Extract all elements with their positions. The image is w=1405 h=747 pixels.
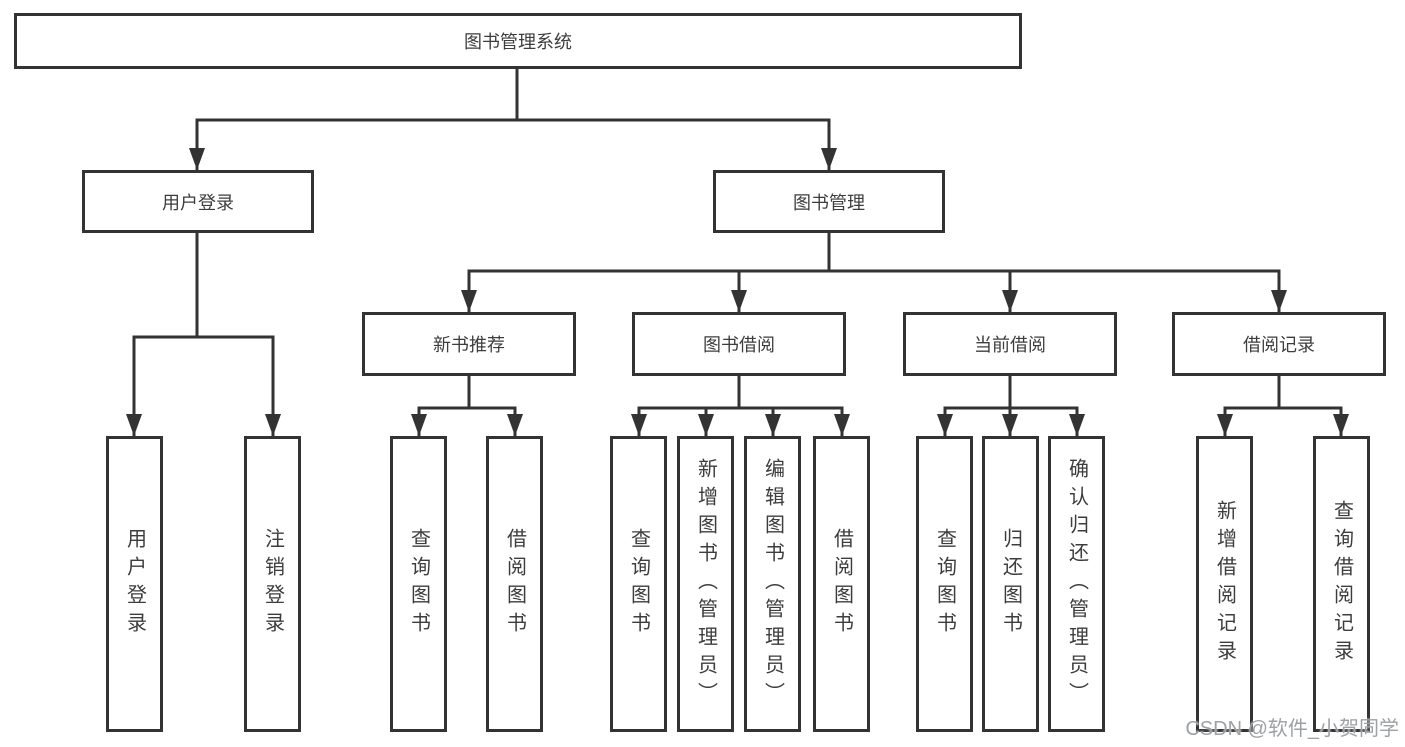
node-label: 新书推荐 — [433, 335, 505, 355]
leaf-label: 查询图书 — [627, 528, 650, 640]
leaf-label: 查询借阅记录 — [1330, 500, 1353, 668]
leaf-user-login: 用户登录 — [106, 436, 163, 732]
node-label: 图书借阅 — [703, 335, 775, 355]
leaf-query-books-current: 查询图书 — [916, 436, 973, 732]
node-book-management: 图书管理 — [713, 170, 945, 233]
node-new-book-recommendation: 新书推荐 — [362, 312, 576, 376]
leaf-label: 编辑图书（管理员） — [761, 458, 784, 710]
leaf-edit-books-admin: 编辑图书（管理员） — [744, 436, 801, 732]
leaf-query-books-recommend: 查询图书 — [390, 436, 447, 732]
node-user-login-module: 用户登录 — [82, 170, 314, 233]
leaf-return-books: 归还图书 — [982, 436, 1039, 732]
leaf-query-books-borrowing: 查询图书 — [610, 436, 667, 732]
node-label: 借阅记录 — [1243, 335, 1315, 355]
leaf-label: 新增借阅记录 — [1213, 500, 1236, 668]
leaf-logout: 注销登录 — [244, 436, 301, 732]
node-current-borrowing: 当前借阅 — [903, 312, 1117, 376]
csdn-watermark: CSDN @软件_小贺同学 — [1185, 718, 1399, 740]
node-label: 图书管理系统 — [464, 32, 572, 52]
leaf-label: 确认归还（管理员） — [1065, 458, 1088, 710]
leaf-label: 归还图书 — [999, 528, 1022, 640]
node-library-management-system: 图书管理系统 — [14, 13, 1022, 69]
node-label: 图书管理 — [793, 192, 865, 213]
leaf-query-borrow-record: 查询借阅记录 — [1313, 436, 1370, 732]
leaf-label: 查询图书 — [407, 528, 430, 640]
leaf-borrow-books-recommend: 借阅图书 — [486, 436, 543, 732]
leaf-add-books-admin: 新增图书（管理员） — [677, 436, 734, 732]
node-label: 当前借阅 — [974, 335, 1046, 355]
leaf-label: 新增图书（管理员） — [694, 458, 717, 710]
leaf-label: 注销登录 — [261, 528, 284, 640]
leaf-confirm-return-admin: 确认归还（管理员） — [1048, 436, 1105, 732]
node-borrowing-records: 借阅记录 — [1172, 312, 1386, 376]
leaf-label: 借阅图书 — [503, 528, 526, 640]
leaf-label: 借阅图书 — [830, 528, 853, 640]
node-label: 用户登录 — [162, 192, 234, 213]
leaf-add-borrow-record: 新增借阅记录 — [1196, 436, 1253, 732]
leaf-label: 用户登录 — [123, 528, 146, 640]
leaf-label: 查询图书 — [933, 528, 956, 640]
node-book-borrowing: 图书借阅 — [632, 312, 846, 376]
leaf-borrow-books-borrowing: 借阅图书 — [813, 436, 870, 732]
